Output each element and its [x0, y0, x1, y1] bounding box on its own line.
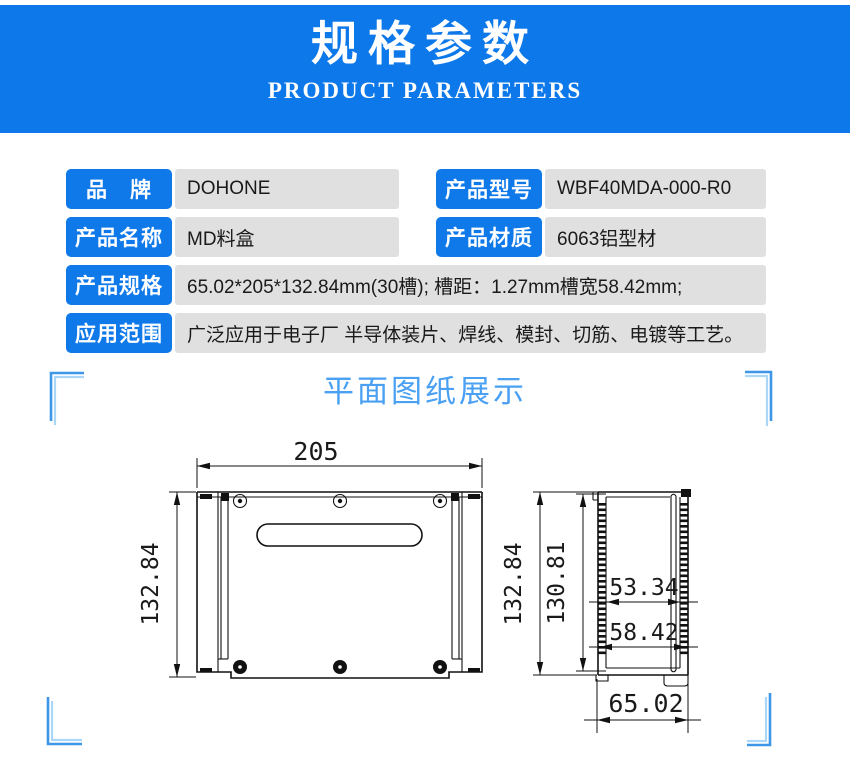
dimension-side-bottom-width: 65.02	[584, 679, 701, 733]
dimension-side-lower-width: 58.42	[589, 620, 698, 651]
page-subtitle: PRODUCT PARAMETERS	[267, 78, 583, 104]
param-label-spec: 产品规格	[66, 265, 172, 305]
front-view: 205 132.84	[138, 437, 483, 679]
clip-top-left	[200, 494, 212, 499]
clip-top-right	[468, 494, 480, 499]
dim-text-side-outer-height: 132.84	[501, 542, 527, 625]
corner-bracket-top-left	[49, 371, 84, 425]
param-label-brand: 品 牌	[66, 169, 172, 209]
dimension-front-width: 205	[196, 437, 483, 488]
side-view: 132.84 130.81 53.34 58.42	[501, 489, 701, 733]
param-label-model: 产品型号	[436, 169, 542, 209]
param-label-material: 产品材质	[436, 217, 542, 257]
param-value-brand: DOHONE	[175, 169, 399, 209]
param-value-name: MD料盒	[175, 217, 399, 257]
corner-bracket-bottom-right	[747, 693, 772, 747]
section-title: 平面图纸展示	[323, 374, 527, 409]
param-value-model: WBF40MDA-000-R0	[545, 169, 766, 209]
param-value-spec: 65.02*205*132.84mm(30槽); 槽距：1.27mm槽宽58.4…	[175, 265, 766, 305]
screw-holes-bottom	[233, 660, 447, 674]
screw-holes-top	[232, 493, 448, 509]
clip-bottom-right	[468, 668, 480, 672]
clip-bottom-left	[200, 668, 212, 672]
param-value-material: 6063铝型材	[545, 217, 766, 257]
clip-bar	[670, 493, 677, 673]
dim-text-side-inner-height: 130.81	[544, 541, 570, 624]
banner: 规格参数 PRODUCT PARAMETERS	[0, 5, 850, 133]
dim-text-side-upper-width: 53.34	[609, 575, 678, 601]
dim-text-front-width: 205	[293, 437, 338, 466]
dim-text-side-lower-width: 58.42	[609, 620, 678, 646]
corner-bracket-bottom-left	[46, 697, 82, 746]
dimension-side-outer-height: 132.84	[501, 491, 597, 676]
param-value-application: 广泛应用于电子厂 半导体装片、焊线、模封、切筋、电镀等工艺。	[175, 313, 766, 353]
dimension-side-upper-width: 53.34	[589, 575, 698, 606]
dim-text-side-bottom-width: 65.02	[608, 689, 683, 718]
param-label-name: 产品名称	[66, 217, 172, 257]
param-label-application: 应用范围	[66, 313, 172, 353]
handle-slot	[256, 523, 423, 547]
corner-bracket-top-right	[745, 370, 773, 426]
dimension-side-inner-height: 130.81	[544, 493, 606, 672]
dimension-front-height: 132.84	[138, 491, 196, 678]
page-title: 规格参数	[311, 17, 539, 72]
dim-text-front-height: 132.84	[138, 542, 164, 625]
